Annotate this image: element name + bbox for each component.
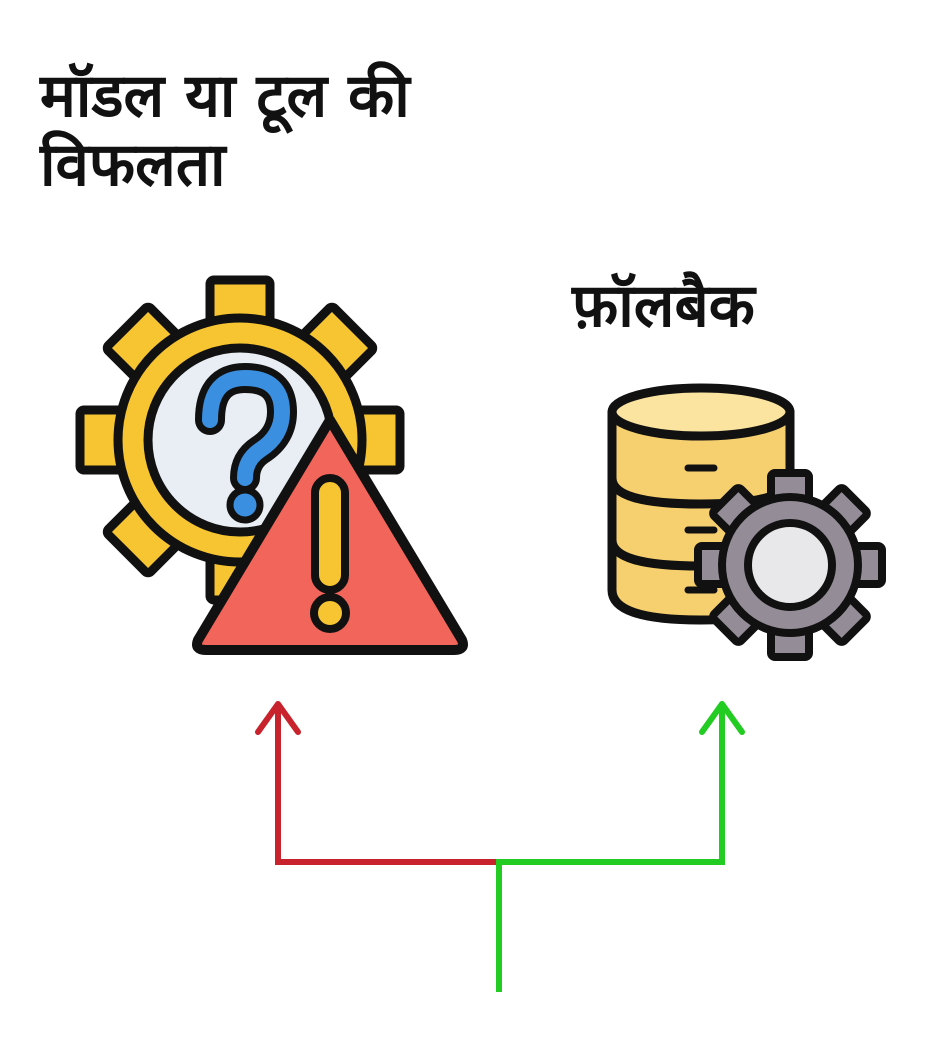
failure-title-line1: मॉडल या टूल की bbox=[40, 61, 410, 131]
branch-connector bbox=[255, 701, 745, 992]
fallback-arrow bbox=[496, 706, 725, 992]
failure-arrow bbox=[275, 706, 499, 865]
failure-title-line2: विफलता bbox=[40, 130, 226, 200]
warning-icon bbox=[192, 415, 468, 655]
fallback-arrowhead bbox=[699, 701, 745, 735]
failure-arrowhead bbox=[255, 701, 301, 735]
failure-icon bbox=[75, 275, 468, 655]
fallback-icon bbox=[607, 383, 886, 661]
failure-title: मॉडल या टूल की विफलता bbox=[40, 62, 560, 200]
settings-gear-icon bbox=[694, 469, 886, 661]
fallback-title: फ़ॉलबैक bbox=[572, 271, 755, 341]
question-mark-icon bbox=[195, 362, 298, 524]
